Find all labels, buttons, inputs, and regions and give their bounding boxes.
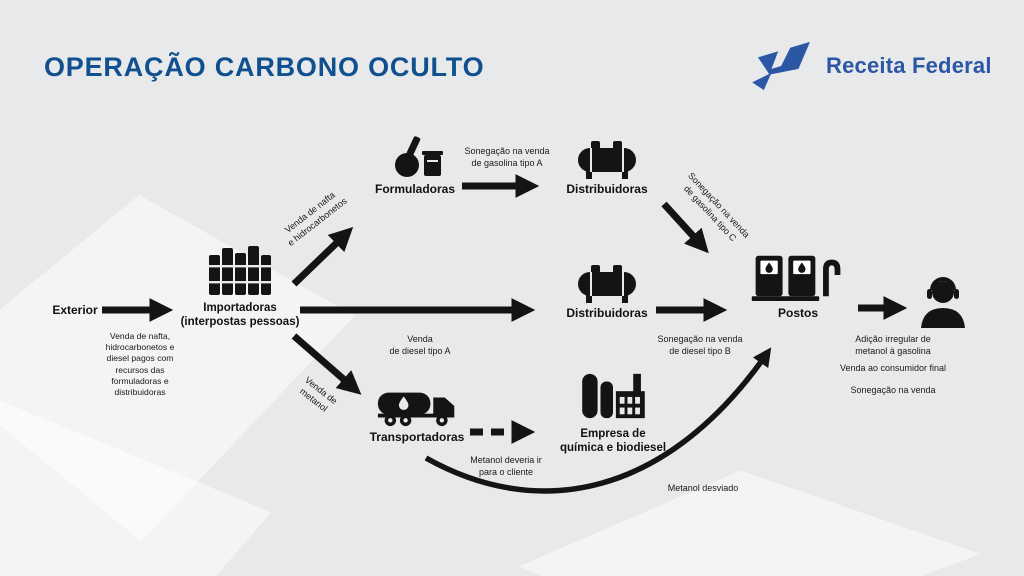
flask-icon xyxy=(395,136,443,177)
edge-label-sonegacao-diesel-b: Sonegação na venda de diesel tipo B xyxy=(657,334,743,356)
edge-label-sonegacao-gasolina-a: Sonegação na venda de gasolina tipo A xyxy=(464,146,550,168)
storage-tank-icon xyxy=(578,141,636,179)
transportadoras-label: Transportadoras xyxy=(369,430,465,444)
edge-label-sonegacao-venda: Sonegação na venda xyxy=(850,385,936,395)
receita-federal-logo-text: Receita Federal xyxy=(826,53,992,78)
tanker-truck-icon xyxy=(377,392,455,427)
barrels-icon xyxy=(208,246,272,295)
edge-label-exterior-note: Venda de nafta, hidrocarbonetos e diesel… xyxy=(105,331,175,397)
empresa-quimica-node xyxy=(578,370,648,422)
receita-federal-logo-icon xyxy=(752,41,810,91)
factory-icon xyxy=(582,373,645,419)
page-title: OPERAÇÃO CARBONO OCULTO xyxy=(44,52,485,82)
edge-label-metanol-cliente: Metanol deveria ir para o cliente xyxy=(470,455,542,477)
transportadoras-node xyxy=(376,386,460,428)
fuel-pumps-icon xyxy=(751,255,841,302)
storage-tank-icon xyxy=(578,265,636,303)
person-icon xyxy=(921,277,965,328)
background-shape xyxy=(512,446,988,576)
edge-label-venda-diesel-a: Venda de diesel tipo A xyxy=(389,334,451,356)
empresa-quimica-label: Empresa de química e biodiesel xyxy=(559,428,667,454)
distribuidoras-top-node xyxy=(577,136,637,180)
distribuidoras-mid-node xyxy=(577,260,637,304)
edge-label-sonegacao-gasolina-c: Sonegação na venda de gasolina tipo C xyxy=(682,170,752,243)
distribuidoras-mid-label: Distribuidoras xyxy=(566,306,648,320)
postos-node xyxy=(750,250,846,302)
edge-label-venda-metanol: Venda de metanol xyxy=(298,374,340,414)
consumidor-node xyxy=(916,276,970,330)
distribuidoras-top-label: Distribuidoras xyxy=(566,182,648,196)
receita-federal-logo-block: Receita Federal xyxy=(750,40,992,92)
importadoras-node xyxy=(208,243,272,297)
edge-label-metanol-desviado: Metanol desviado xyxy=(667,483,739,493)
formuladoras-label: Formuladoras xyxy=(374,182,455,196)
postos-label: Postos xyxy=(777,306,818,320)
formuladoras-node xyxy=(388,134,446,180)
edge-label-venda-nafta-hidrocarbonetos: Venda de nafta e hidrocarbonetos xyxy=(282,189,349,248)
exterior-label: Exterior xyxy=(52,303,98,317)
edge-label-adicao-metanol: Adição irregular de metanol à gasolina xyxy=(855,334,931,356)
importadoras-label: Importadoras (interpostas pessoas) xyxy=(180,302,300,328)
edge-label-venda-consumidor: Venda ao consumidor final xyxy=(839,363,947,373)
